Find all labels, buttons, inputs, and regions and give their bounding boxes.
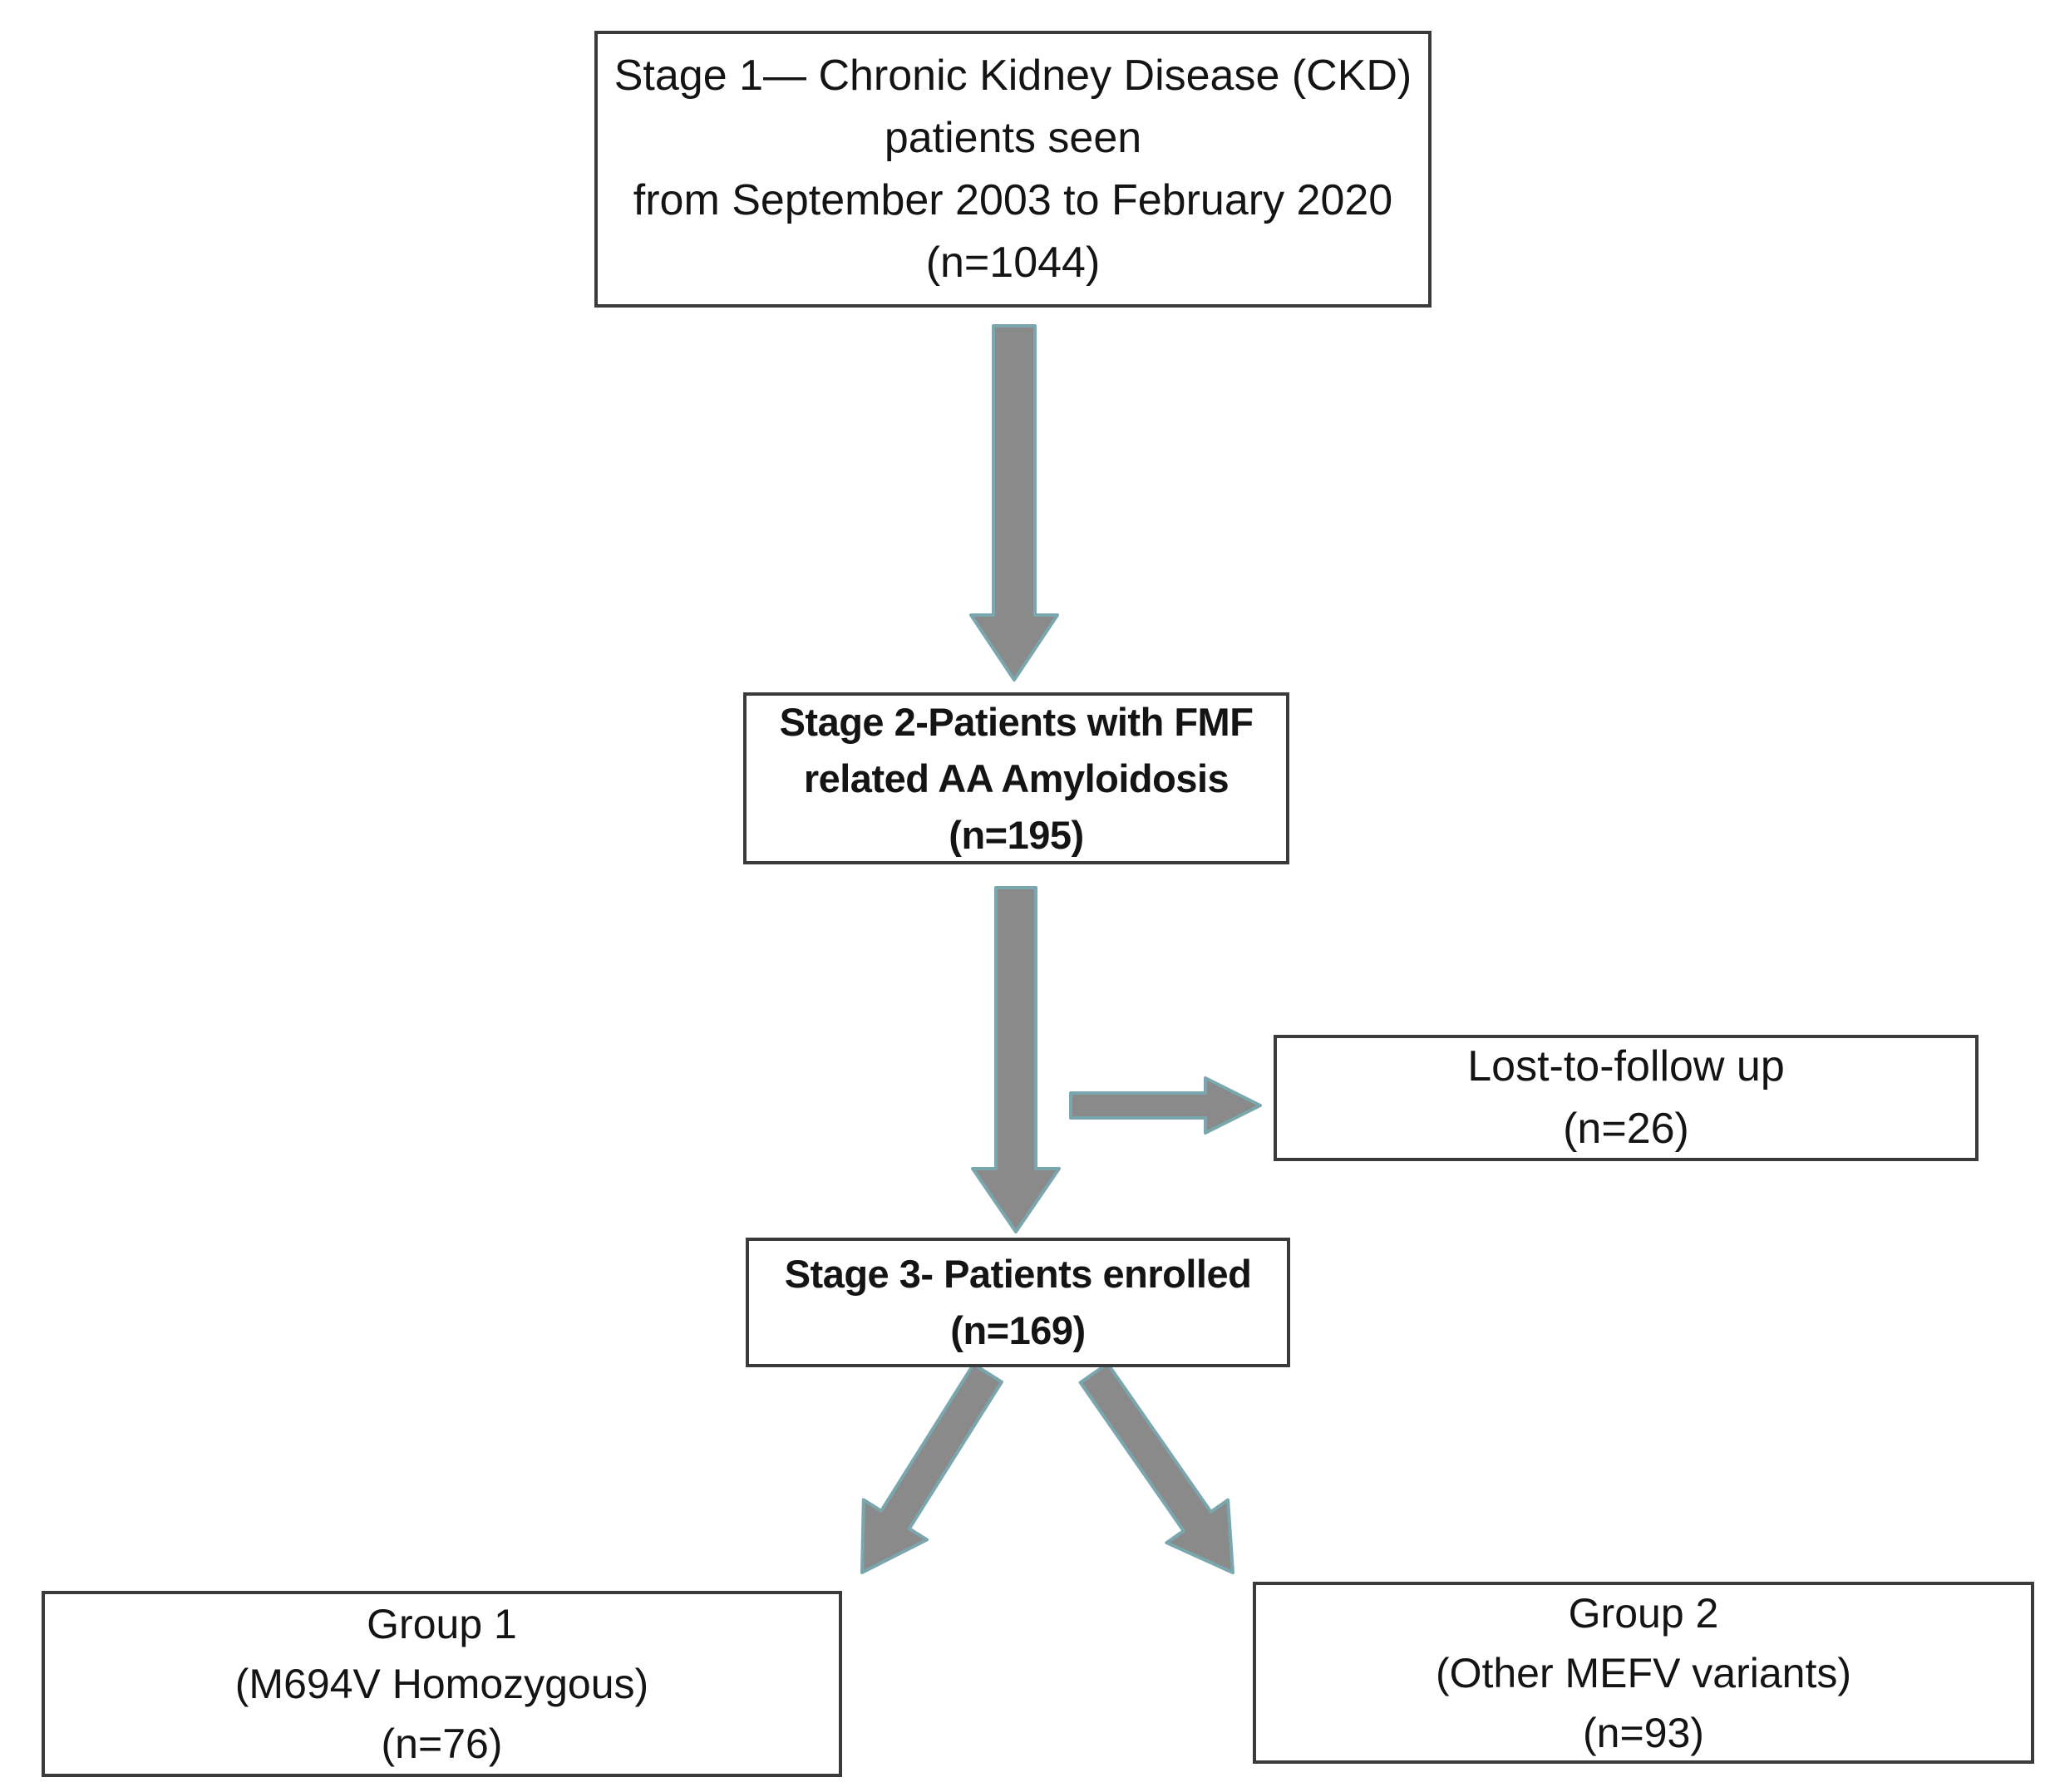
- group2-count: (n=93): [1583, 1709, 1704, 1756]
- lost-line-1: Lost-to-follow up: [1467, 1042, 1785, 1090]
- group2-title: Group 2: [1568, 1589, 1719, 1637]
- arrow-stage2-to-lost-connector: [1069, 1076, 1262, 1135]
- group1-m694v-homozygous-box: Group 1 (M694V Homozygous) (n=76): [42, 1591, 842, 1777]
- group2-variant: (Other MEFV variants): [1435, 1649, 1852, 1696]
- lost-count: (n=26): [1563, 1105, 1689, 1153]
- arrow-stage3-to-group1-connector: [860, 1362, 1003, 1574]
- stage2-line-1: Stage 2-Patients with FMF: [779, 699, 1254, 744]
- group2-other-mefv-variants-box: Group 2 (Other MEFV variants) (n=93): [1253, 1582, 2034, 1764]
- group1-variant: (M694V Homozygous): [234, 1661, 649, 1707]
- stage1-line-2: patients seen: [884, 113, 1142, 162]
- arrow-stage2-to-stage3-connector: [971, 886, 1061, 1233]
- stage1-line-1: Stage 1— Chronic Kidney Disease (CKD): [614, 51, 1412, 100]
- stage3-line-1: Stage 3- Patients enrolled: [784, 1252, 1252, 1296]
- group1-count: (n=76): [381, 1721, 503, 1767]
- stage1-line-3: from September 2003 to February 2020: [633, 175, 1393, 224]
- stage3-patients-enrolled-box: Stage 3- Patients enrolled (n=169): [746, 1238, 1290, 1367]
- group1-title: Group 1: [367, 1601, 517, 1647]
- stage2-line-2: related AA Amyloidosis: [803, 756, 1230, 800]
- stage2-fmf-amyloidosis-box: Stage 2-Patients with FMF related AA Amy…: [743, 692, 1289, 864]
- stage1-ckd-patients-box: Stage 1— Chronic Kidney Disease (CKD) pa…: [594, 31, 1432, 308]
- stage1-count: (n=1044): [925, 238, 1101, 287]
- stage2-count: (n=195): [949, 812, 1084, 857]
- lost-to-follow-up-box: Lost-to-follow up (n=26): [1274, 1035, 1979, 1161]
- arrow-stage1-to-stage2-connector: [969, 324, 1059, 682]
- arrow-stage3-to-group2-connector: [1078, 1361, 1234, 1574]
- stage3-count: (n=169): [950, 1308, 1086, 1352]
